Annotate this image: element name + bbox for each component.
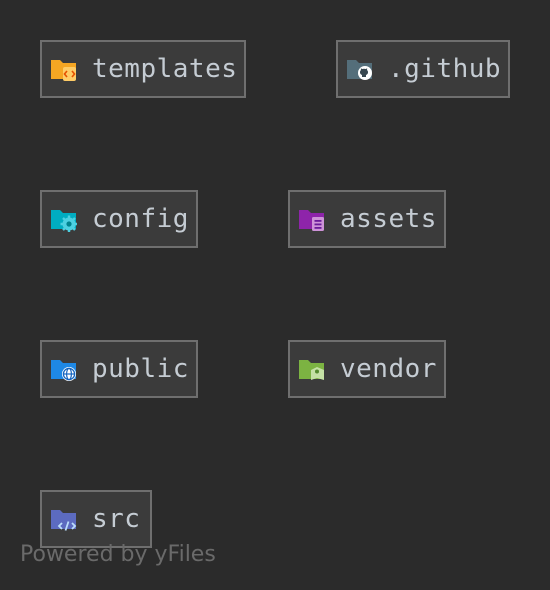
node-templates[interactable]: templates [40, 40, 246, 98]
node-public[interactable]: public [40, 340, 198, 398]
folder-assets-icon [298, 205, 326, 233]
folder-public-icon [50, 355, 78, 383]
node-label: src [92, 504, 141, 534]
folder-config-icon [50, 205, 78, 233]
node-vendor[interactable]: vendor [288, 340, 446, 398]
node-config[interactable]: config [40, 190, 198, 248]
folder-src-icon [50, 505, 78, 533]
node-label: config [92, 204, 189, 234]
folder-templates-icon [50, 55, 78, 83]
folder-github-icon [346, 55, 374, 83]
node-label: assets [340, 204, 437, 234]
node-label: .github [388, 54, 502, 84]
folder-vendor-icon [298, 355, 326, 383]
node-github[interactable]: .github [336, 40, 510, 98]
node-assets[interactable]: assets [288, 190, 446, 248]
powered-by-watermark: Powered by yFiles [20, 542, 216, 567]
node-label: vendor [340, 354, 437, 384]
node-label: public [92, 354, 189, 384]
node-src[interactable]: src [40, 490, 152, 548]
node-label: templates [92, 54, 238, 84]
